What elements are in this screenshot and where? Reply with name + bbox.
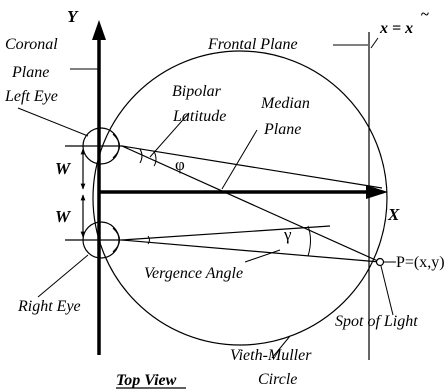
top-view-caption: Top View [116,372,177,389]
x-tilde-mark: ~ [421,7,429,23]
bipolar-latitude-label-line1: Bipolar [172,83,222,100]
right-eye-leader [37,254,89,298]
phi-symbol: φ [175,155,185,174]
left-eye-leader [17,107,89,137]
point-p-label: P=(x,y) [396,254,445,271]
vergence-angle-leader [244,249,281,263]
coronal-plane-label-line1: Coronal [5,36,58,53]
median-plane-label-line2: Plane [263,121,301,138]
x-eq-leader [370,37,379,49]
frontal-plane-label: Frontal Plane [207,36,298,53]
left-eye-to-median-line [121,145,383,189]
right-eye-to-point-line [121,239,381,263]
right-eye-label: Right Eye [17,298,81,315]
spot-of-light-label: Spot of Light [335,313,418,330]
phi-angle-arc [153,150,157,167]
left-eye-label: Left Eye [4,88,58,105]
y-axis-arrowhead [92,20,106,40]
bipolar-latitude-label-line2: Latitude [172,108,226,125]
y-axis-label: Y [67,7,79,26]
vieth-muller-circle [92,50,388,346]
median-plane-leader [221,129,258,190]
median-plane-label-line1: Median [260,95,310,112]
spot-of-light-leader [380,265,394,316]
x-axis-label: X [387,205,400,224]
bipolar-latitude-leader [149,112,190,158]
point-p [375,257,385,267]
vieth-muller-label-line2: Circle [258,371,297,388]
left-eye-to-point-line [121,145,381,263]
gamma-angle-arc [307,225,311,257]
gamma-symbol: γ [283,225,292,244]
left-eye-angle-arc [139,148,143,164]
x-eq-label: x = x [379,20,413,37]
w-bottom-label: W [55,207,72,226]
vergence-angle-label: Vergence Angle [144,265,243,282]
w-top-label: W [55,159,72,178]
right-eye-angle-arc [147,235,150,245]
coronal-plane-label-line2: Plane [11,64,49,81]
x-axis-arrowhead [366,185,388,199]
vieth-muller-label-line1: Vieth-Muller [230,347,312,364]
right-eye-upper-ray [121,225,331,241]
vieth-muller-leader [271,335,291,359]
